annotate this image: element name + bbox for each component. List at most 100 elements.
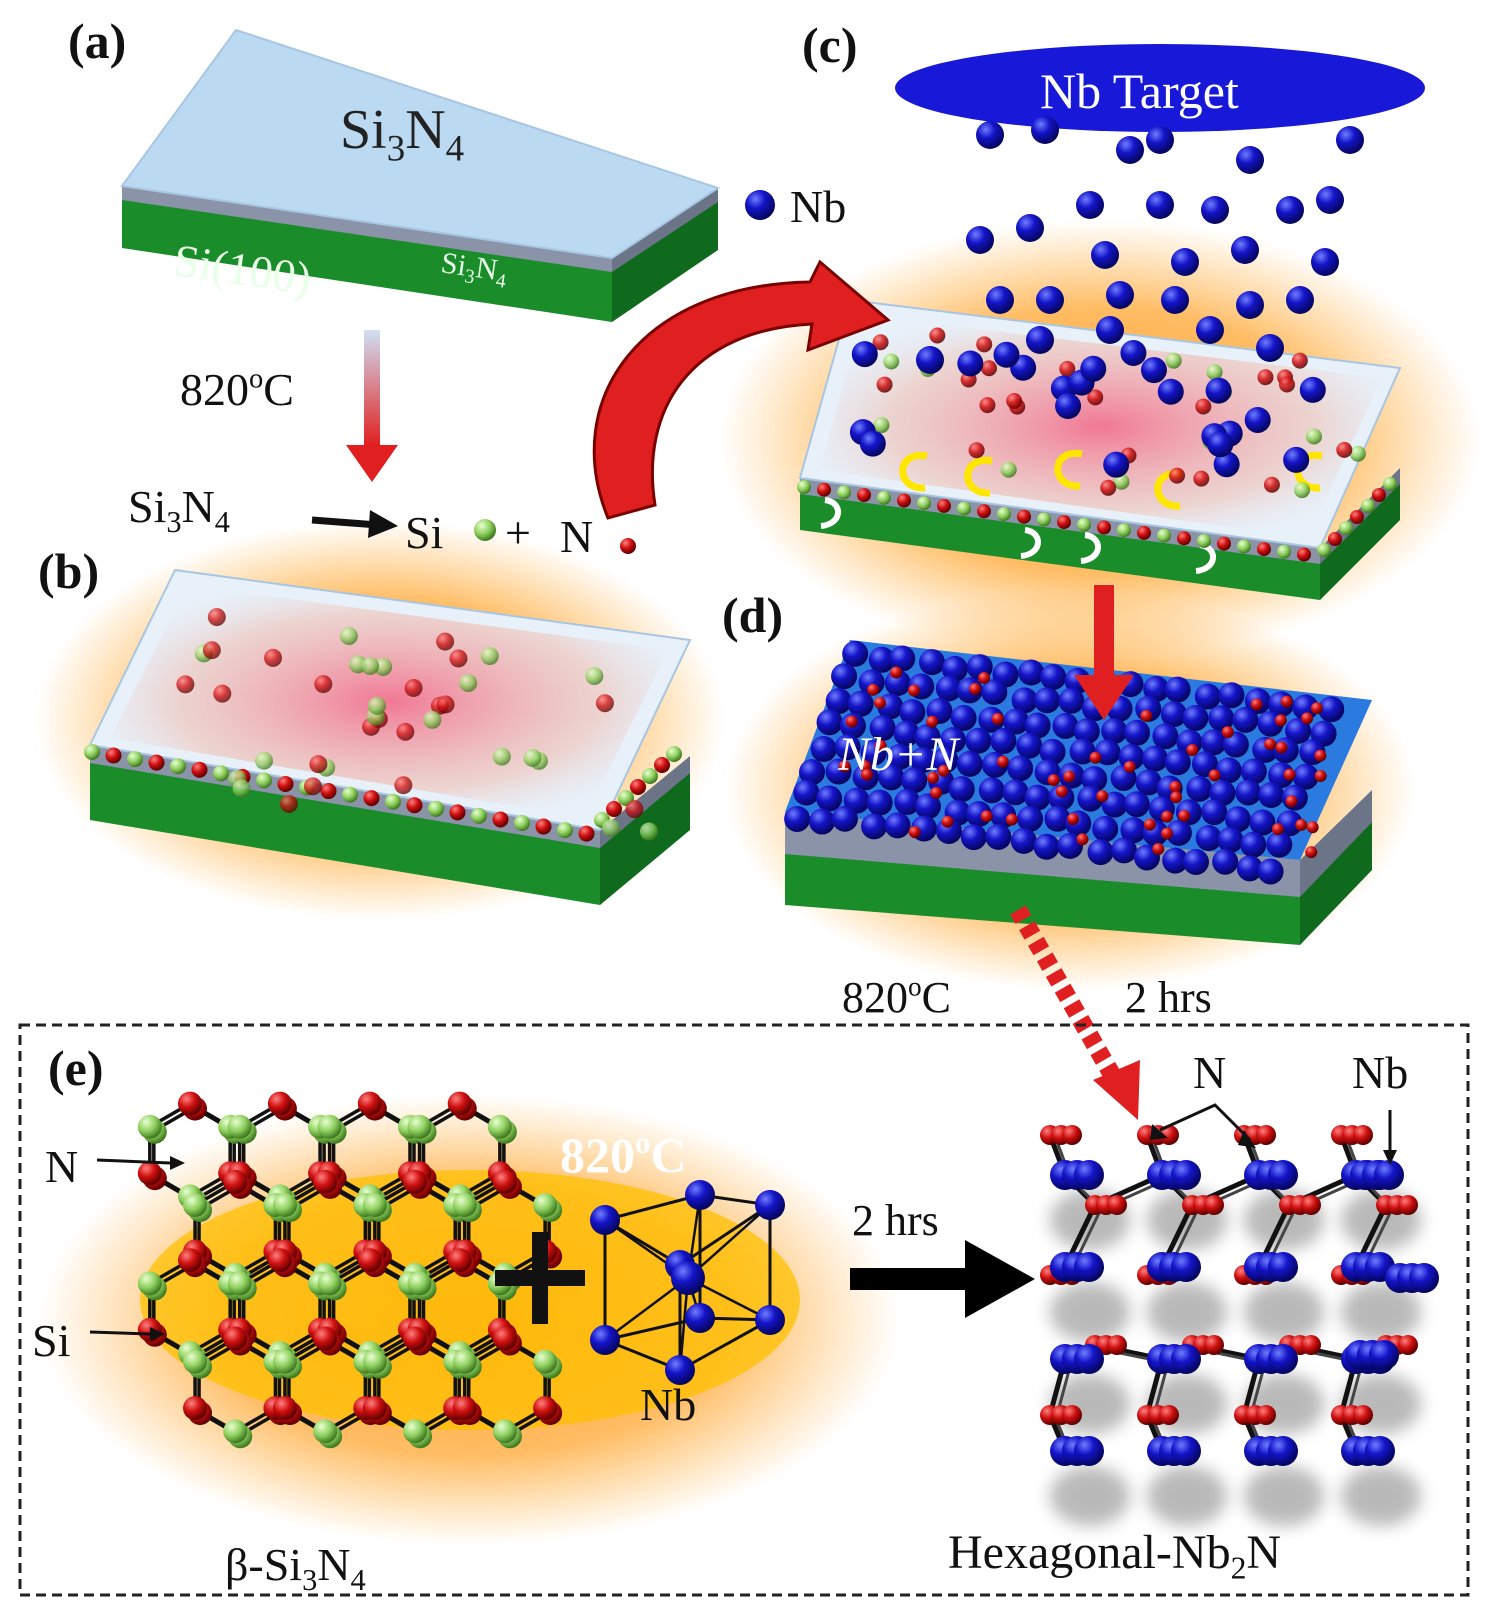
nb-sputter-atoms (916, 116, 1364, 374)
nb-cell-diagonal (687, 1204, 771, 1279)
surface-atom (404, 678, 423, 697)
e-n-label: N (45, 1141, 78, 1192)
lattice-atom (223, 1169, 248, 1194)
film-nb-atom (1024, 712, 1051, 739)
film-nb-atom (1120, 817, 1147, 844)
sputtered-nb-atom (1316, 186, 1344, 214)
film-n-atom (1310, 702, 1323, 715)
deposited-nb-atom (1157, 378, 1184, 405)
sputtered-nb-atom (1016, 214, 1044, 242)
film-n-atom (1295, 818, 1308, 831)
edge-atom (578, 825, 595, 842)
sputtered-nb-atom (1236, 146, 1264, 174)
nb2n-n-atom (1062, 1125, 1082, 1145)
lattice-atom (447, 1091, 472, 1116)
film-nb-atom (901, 767, 928, 794)
film-nb-atom (935, 675, 962, 702)
film-nb-atom (1285, 717, 1312, 744)
film-nb-atom (941, 655, 968, 682)
film-nb-atom (1152, 723, 1179, 750)
surface-atom (1206, 364, 1223, 381)
nb2n-n-atom (1204, 1335, 1224, 1355)
lattice-atom (317, 1114, 342, 1139)
film-nb-atom (884, 669, 911, 696)
film-nb-atom (1165, 819, 1192, 846)
nb2n-n-atom (1398, 1195, 1418, 1215)
edge-atom (857, 488, 871, 503)
edge-atom (1157, 528, 1171, 543)
surface-atom (1087, 389, 1104, 406)
nb2n-n-atom (1353, 1405, 1373, 1425)
sputtered-nb-atom (986, 286, 1014, 314)
nb-cell-atom (590, 1205, 620, 1235)
deposited-nb-atom (1213, 451, 1240, 478)
surface-atom (314, 675, 333, 694)
wafer-d-substrate (785, 852, 1300, 945)
sputtered-nb-atom (1336, 126, 1364, 154)
film-nb-atom (990, 728, 1017, 755)
surface-atom (968, 442, 985, 459)
surface-atom (480, 647, 499, 666)
film-nb-atom (950, 704, 977, 731)
film-n-atom (908, 826, 921, 839)
wafer-layer-formula: Si3N4 (438, 246, 509, 293)
edge-atom (997, 507, 1011, 521)
edge-atom (630, 779, 646, 795)
film-nb-atom (878, 764, 905, 791)
film-nb-atom (1101, 791, 1128, 818)
edge-atom (1077, 517, 1091, 532)
film-nb-atom (1235, 779, 1262, 806)
film-nb-atom (1292, 763, 1319, 790)
surface-atom (339, 627, 358, 646)
edge-atom (877, 490, 891, 505)
film-nb-atom (793, 779, 820, 806)
film-nb-atom (1044, 805, 1071, 832)
sputtered-nb-atom (976, 121, 1004, 149)
lattice-atom (223, 1326, 248, 1351)
nb-legend-label: Nb (790, 181, 846, 232)
edge-atom (1097, 520, 1111, 535)
film-nb-atom (869, 715, 896, 742)
film-nb-atom (1073, 718, 1100, 745)
reaction-plus: + (505, 507, 531, 558)
film-n-atom (1274, 714, 1287, 727)
nb-cell-atom (755, 1190, 785, 1220)
sputtered-nb-atom (1276, 196, 1304, 224)
film-nb-atom (1318, 696, 1345, 723)
surface-atom (873, 417, 890, 434)
diffusion-arrow-white (1020, 527, 1041, 559)
lattice-atom (533, 1193, 558, 1218)
nb-cell-atom (590, 1325, 620, 1355)
edge-atom (428, 800, 444, 817)
surface-atom (1278, 376, 1295, 393)
lattice-atom (227, 1271, 252, 1296)
sputtered-nb-atom (1201, 196, 1229, 224)
beta-si3n4-lattice (137, 1091, 563, 1449)
lattice-atom (137, 1161, 162, 1186)
nb2n-n-atom (1301, 1335, 1321, 1355)
sputtered-nb-atom (1026, 326, 1054, 354)
diffusion-arrow-yellow (964, 456, 993, 497)
film-n-atom (1096, 790, 1109, 803)
nb-target-disc (895, 44, 1425, 132)
film-nb-atom (1218, 682, 1245, 709)
film-n-atom (1280, 695, 1293, 708)
edge-atom (917, 496, 931, 511)
surface-atom (1291, 352, 1308, 369)
film-nb-atom (861, 813, 888, 840)
lattice-atom (487, 1114, 512, 1139)
surface-atom (601, 819, 620, 838)
film-n-atom (980, 810, 993, 823)
lattice-atom (452, 1396, 477, 1421)
lattice-atom (357, 1091, 382, 1116)
sputtered-nb-atom (1116, 136, 1144, 164)
panel-c-atoms (797, 327, 1397, 562)
sputtered-nb-atom (1036, 286, 1064, 314)
surface-atom (523, 748, 542, 767)
film-n-atom (1186, 744, 1199, 757)
film-nb-atom (1069, 738, 1096, 765)
surface-atom (459, 674, 478, 693)
surface-atom (1263, 476, 1280, 493)
reaction-n: N (560, 511, 593, 562)
